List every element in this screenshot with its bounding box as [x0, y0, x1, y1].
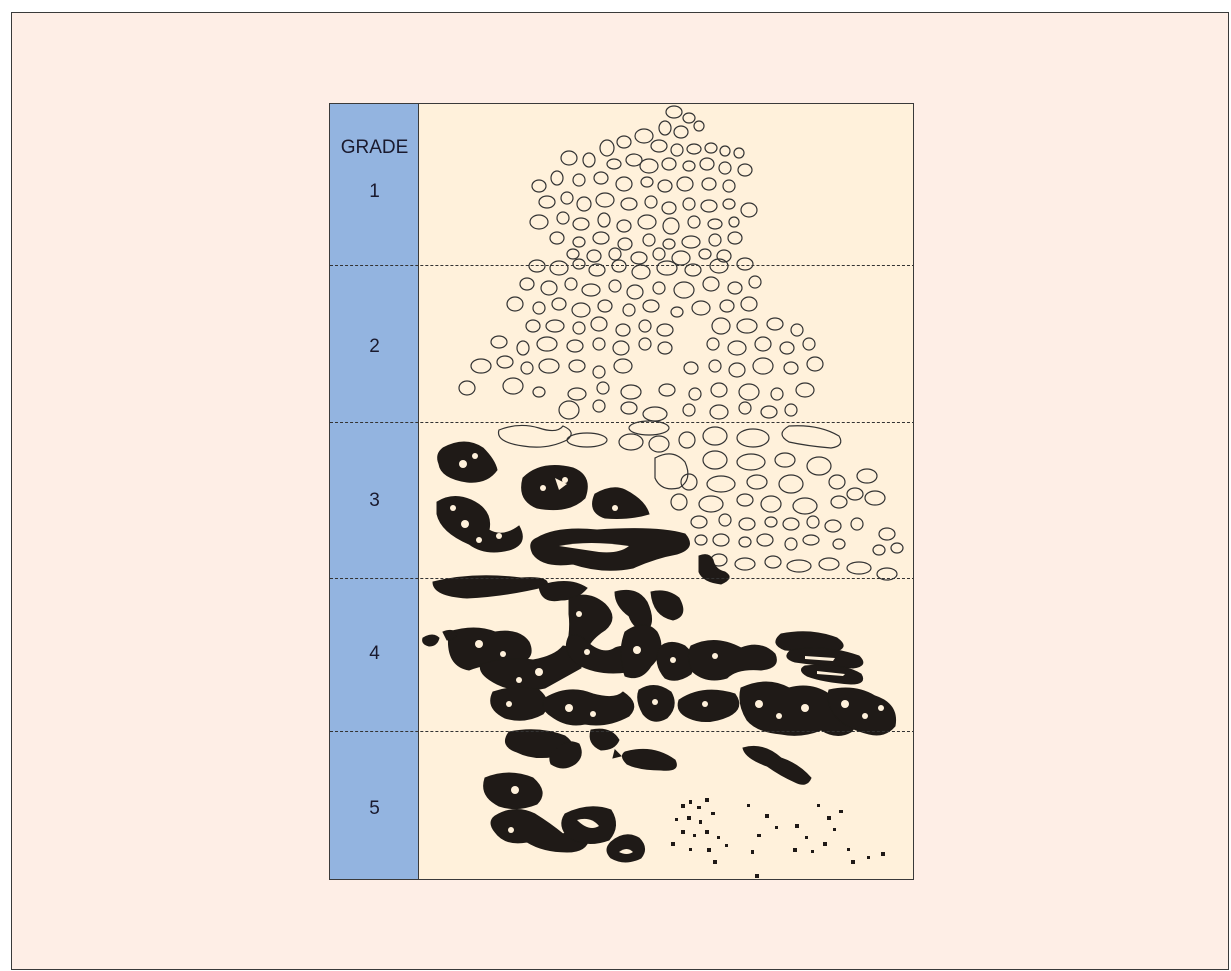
divider-3-4 — [330, 578, 913, 579]
grade-5-label: 5 — [369, 798, 380, 819]
single-cells — [671, 798, 885, 878]
gland-illustration — [422, 105, 904, 878]
grade-1-glands — [529, 105, 758, 266]
grade-4-masses — [422, 581, 897, 736]
gleason-grading-diagram: GRADE 1 2 3 4 5 — [329, 103, 914, 880]
grade-2-label: 2 — [369, 336, 380, 357]
grade-4-label: 4 — [369, 643, 380, 664]
grade-3-glands — [432, 424, 904, 599]
divider-2-3 — [330, 422, 913, 423]
grade-header: GRADE — [340, 137, 409, 158]
grade-1-label: 1 — [369, 181, 380, 202]
grade-3-label: 3 — [369, 490, 380, 511]
divider-4-5 — [330, 731, 913, 732]
divider-1-2 — [330, 265, 913, 266]
grade-column: GRADE 1 2 3 4 5 — [330, 104, 419, 879]
grade-2-glands — [458, 257, 824, 436]
gland-pattern-area — [419, 104, 913, 879]
grade-5-masses — [483, 728, 885, 878]
figure-frame: GRADE 1 2 3 4 5 — [11, 12, 1229, 970]
